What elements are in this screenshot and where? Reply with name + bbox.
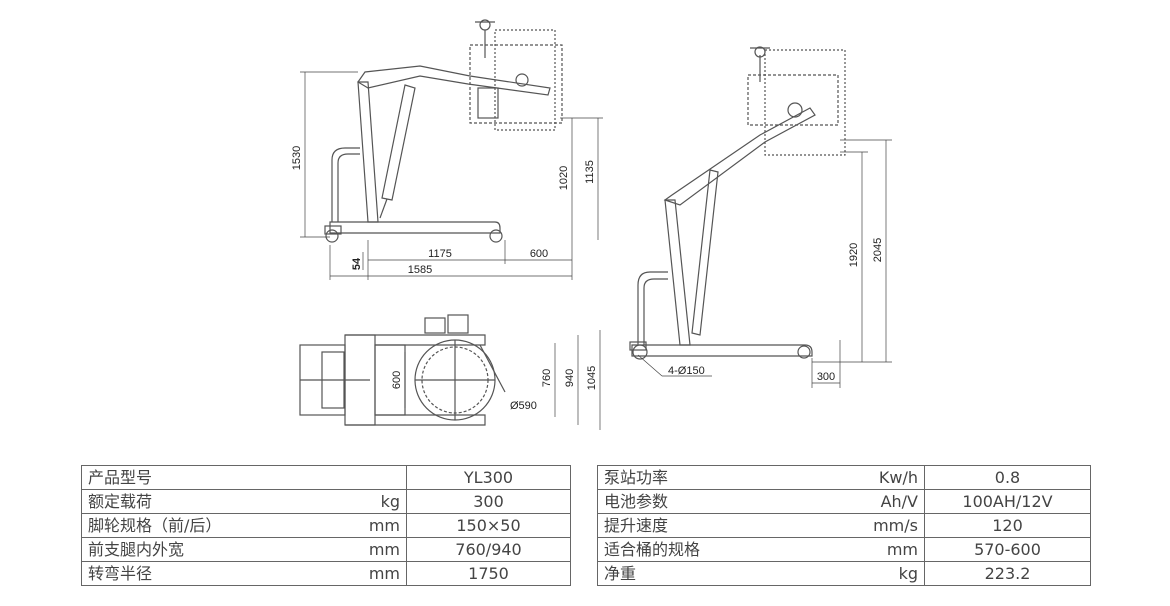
spec-value: 570-600 <box>924 537 1091 562</box>
table-row: 额定载荷 kg 300 <box>81 489 571 514</box>
dim-760: 760 <box>541 369 553 387</box>
spec-label: 提升速度 <box>604 515 669 535</box>
top-view <box>299 314 506 426</box>
side-view <box>324 19 563 243</box>
dim-wheels: 4-Ø150 <box>668 365 705 377</box>
spec-unit: kg <box>898 563 918 583</box>
dim-1175: 1175 <box>428 248 452 260</box>
spec-unit: mm <box>368 539 400 559</box>
dim-1135: 1135 <box>584 160 596 184</box>
dim-drum-dia: Ø590 <box>510 400 537 412</box>
spec-value: 1750 <box>406 561 571 586</box>
table-row: 脚轮规格（前/后） mm 150×50 <box>81 513 571 538</box>
spec-unit: Ah/V <box>880 491 918 511</box>
table-row: 前支腿内外宽 mm 760/940 <box>81 537 571 562</box>
dim-54: 54 <box>351 257 363 270</box>
spec-unit: mm <box>886 539 918 559</box>
dim-940: 940 <box>564 369 576 387</box>
spec-unit: kg <box>380 491 400 511</box>
spec-value: 150×50 <box>406 513 571 538</box>
spec-label: 额定载荷 <box>88 491 153 511</box>
spec-value: 223.2 <box>924 561 1091 586</box>
technical-drawings: 1530 1020 1135 54 1175 600 1585 600 760 … <box>291 19 892 430</box>
dim-600-top: 600 <box>391 371 403 389</box>
spec-unit: mm <box>368 515 400 535</box>
spec-label: 转弯半径 <box>88 563 153 583</box>
spec-label: 产品型号 <box>88 467 153 487</box>
table-row: 适合桶的规格 mm 570-600 <box>597 537 1091 562</box>
dim-300: 300 <box>817 371 835 383</box>
table-row: 转弯半径 mm 1750 <box>81 561 571 586</box>
dim-1920: 1920 <box>848 243 860 267</box>
top-view-dimensions <box>404 330 601 430</box>
side-view-dimensions <box>300 71 603 280</box>
dim-1530: 1530 <box>291 146 303 170</box>
raised-view-dimensions <box>637 139 892 388</box>
spec-label: 泵站功率 <box>604 467 669 487</box>
spec-label: 电池参数 <box>604 491 669 511</box>
dim-1020: 1020 <box>558 166 570 190</box>
spec-label: 前支腿内外宽 <box>88 539 185 559</box>
raised-view <box>629 46 846 360</box>
table-row: 电池参数 Ah/V 100AH/12V <box>597 489 1091 514</box>
spec-table-right: 泵站功率 Kw/h 0.8 电池参数 Ah/V 100AH/12V 提升速度 mm/s… <box>597 465 1091 586</box>
spec-label: 脚轮规格（前/后） <box>88 515 222 535</box>
spec-table-left: 产品型号 YL300 额定载荷 kg 300 脚轮规格（前/后） mm 150×50… <box>81 465 571 586</box>
spec-label: 净重 <box>604 563 637 583</box>
spec-label: 适合桶的规格 <box>604 539 701 559</box>
spec-value: 100AH/12V <box>924 489 1091 514</box>
table-row: 产品型号 YL300 <box>81 465 571 490</box>
spec-value: YL300 <box>406 465 571 490</box>
dim-2045: 2045 <box>872 238 884 262</box>
table-row: 泵站功率 Kw/h 0.8 <box>597 465 1091 490</box>
dim-600-side: 600 <box>530 248 548 260</box>
spec-unit: mm <box>368 563 400 583</box>
dim-1585: 1585 <box>408 264 432 276</box>
spec-unit: Kw/h <box>878 467 918 487</box>
spec-value: 760/940 <box>406 537 571 562</box>
dim-1045: 1045 <box>586 366 598 390</box>
table-row: 提升速度 mm/s 120 <box>597 513 1091 538</box>
spec-value: 300 <box>406 489 571 514</box>
spec-unit: mm/s <box>873 515 918 535</box>
table-row: 净重 kg 223.2 <box>597 561 1091 586</box>
spec-value: 120 <box>924 513 1091 538</box>
spec-value: 0.8 <box>924 465 1091 490</box>
